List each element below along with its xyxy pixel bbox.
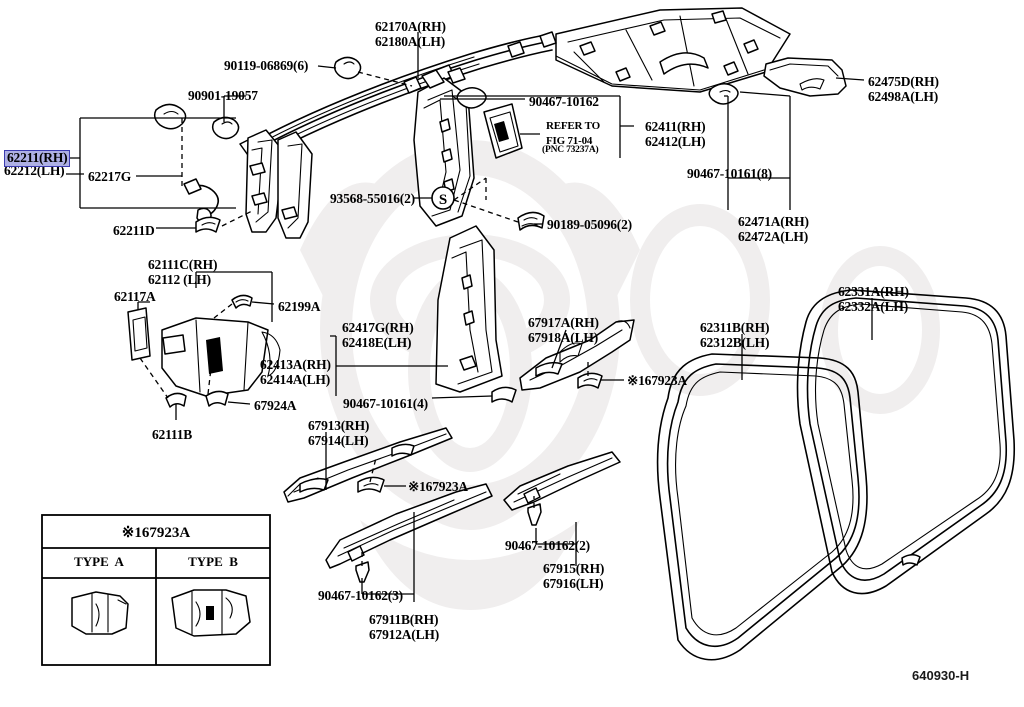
grommet-90901-19057	[211, 116, 240, 140]
center-pillar-garnish-upper	[413, 67, 475, 227]
legend-column-type-a: TYPE A	[74, 554, 124, 569]
clip-62211d	[195, 216, 221, 233]
part-label-62471arh[interactable]: 62471A(RH) 62472A(LH)	[738, 214, 809, 244]
clip-62117a	[127, 307, 151, 361]
figure-id: 640930-H	[912, 668, 970, 683]
legend-clip-type-a	[71, 591, 129, 635]
part-label-62217g[interactable]: 62217G	[88, 169, 132, 184]
part-label-referto[interactable]: REFER TO FIG 71-04	[546, 120, 600, 147]
part-label-pnc73237a[interactable]: (PNC 73237A)	[542, 145, 599, 155]
clip-90467-10161-top	[708, 83, 739, 105]
screw-symbol-s: S	[431, 186, 455, 210]
part-label-62170arh[interactable]: 62170A(RH) 62180A(LH)	[375, 19, 446, 49]
front-pillar-garnish-left	[245, 129, 285, 233]
clip-62211-top	[153, 103, 187, 130]
clip-67924a	[205, 390, 229, 407]
assist-grip-part	[483, 103, 523, 159]
part-label-62311brh[interactable]: 62311B(RH) 62312B(LH)	[700, 320, 770, 350]
front-pillar-garnish-inner	[277, 131, 313, 239]
part-label-93568550162[interactable]: 93568-55016(2)	[330, 191, 415, 206]
clip-90467-10162-2	[527, 503, 542, 526]
part-label-62117a[interactable]: 62117A	[114, 289, 156, 304]
part-label-62475drh[interactable]: 62475D(RH) 62498A(LH)	[868, 74, 939, 104]
roof-headliner-illustration	[555, 7, 791, 93]
part-label-62413arh[interactable]: 62413A(RH) 62414A(LH)	[260, 357, 331, 387]
part-label-90467101618[interactable]: 90467-10161(8)	[687, 166, 772, 181]
door-opening-weatherstrip-rear	[796, 289, 1016, 595]
bolt-90119-06869	[333, 56, 362, 80]
part-label-62211d[interactable]: 62211D	[113, 223, 155, 238]
part-label-90119068696[interactable]: 90119-06869(6)	[224, 58, 309, 73]
part-label-90467101622[interactable]: 90467-10162(2)	[505, 538, 590, 553]
legend-column-type-b: TYPE B	[188, 554, 238, 569]
part-label-9046710162[interactable]: 90467-10162	[529, 94, 599, 109]
cowl-side-trim	[161, 317, 281, 397]
clip-167923a-mid	[577, 372, 603, 389]
part-label-62411rh[interactable]: 62411(RH) 62412(LH)	[645, 119, 706, 149]
part-label-90467101623[interactable]: 90467-10162(3)	[318, 588, 403, 603]
roof-side-garnish-62475d	[763, 57, 847, 97]
part-label-62111crh[interactable]: 62111C(RH) 62112 (LH)	[148, 257, 218, 287]
leader-lines	[136, 32, 873, 602]
clip-90467-10162-top	[456, 87, 487, 109]
part-label-67924a[interactable]: 67924A	[254, 398, 297, 413]
legend-clip-type-b	[171, 589, 251, 637]
clip-62199a	[231, 294, 253, 309]
part-label-62417grh[interactable]: 62417G(RH) 62418E(LH)	[342, 320, 414, 350]
scuff-plate-67915	[503, 451, 621, 511]
part-label-167923a[interactable]: ※167923A	[408, 479, 468, 494]
part-label-62199a[interactable]: 62199A	[278, 299, 321, 314]
part-label-62111b[interactable]: 62111B	[152, 427, 193, 442]
door-opening-weatherstrip-front	[656, 353, 868, 661]
part-label-62331arh[interactable]: 62331A(RH) 62332A(LH)	[838, 284, 909, 314]
part-label-62211rh[interactable]: 62211(RH)	[4, 150, 71, 167]
part-label-67915rh[interactable]: 67915(RH) 67916(LH)	[543, 561, 605, 591]
part-label-62212lh[interactable]: 62212(LH)	[4, 163, 65, 178]
legend-title: ※167923A	[121, 525, 191, 541]
part-label-67913rh[interactable]: 67913(RH) 67914(LH)	[308, 418, 370, 448]
center-pillar-garnish-lower	[435, 225, 503, 393]
part-label-167923a[interactable]: ※167923A	[627, 373, 687, 388]
legend-table	[41, 514, 271, 666]
scuff-plate-67911b	[325, 483, 493, 569]
part-label-67917arh[interactable]: 67917A(RH) 67918A(LH)	[528, 315, 599, 345]
clip-90467-10162-3	[355, 561, 370, 583]
clip-90467-10161-4	[491, 386, 517, 403]
clip-167923a-low	[357, 476, 385, 493]
part-62217g-hook	[183, 178, 220, 223]
part-label-9090119057[interactable]: 90901-19057	[188, 88, 258, 103]
part-label-90189050962[interactable]: 90189-05096(2)	[547, 217, 632, 232]
clip-62111b	[165, 392, 187, 408]
front-pillar-lower-garnish-67917a	[519, 319, 635, 391]
svg-text:S: S	[439, 192, 447, 208]
part-label-67911brh[interactable]: 67911B(RH) 67912A(LH)	[369, 612, 439, 642]
part-label-90467101614[interactable]: 90467-10161(4)	[343, 396, 428, 411]
